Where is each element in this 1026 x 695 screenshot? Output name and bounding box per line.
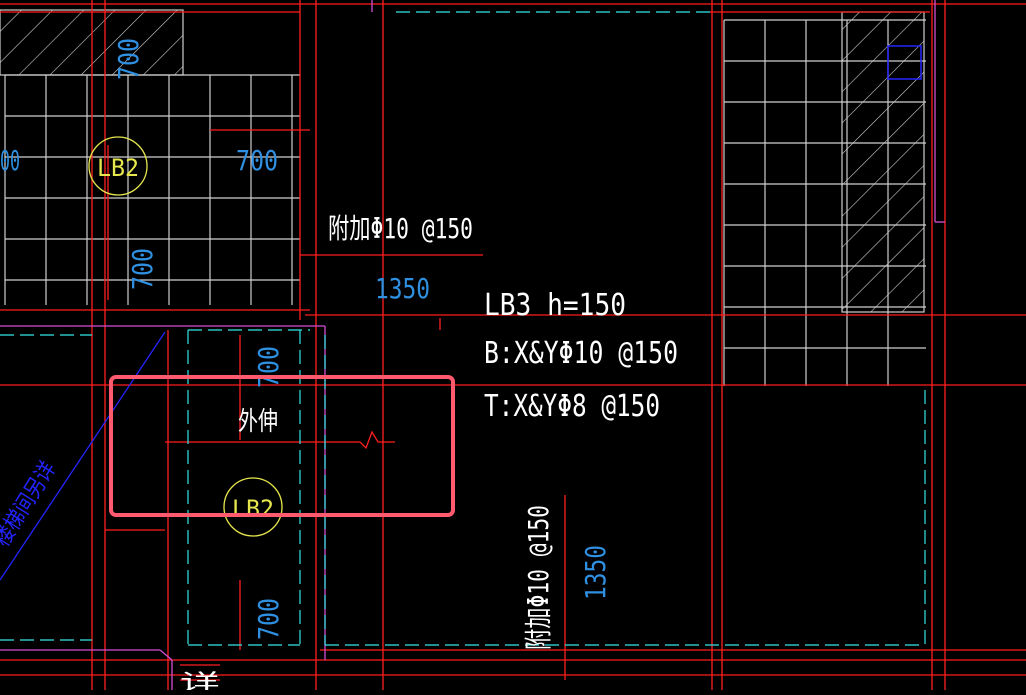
lb2-label-bottom: LB2 bbox=[232, 495, 274, 523]
slab-name: LB3 h=150 bbox=[484, 288, 626, 323]
cyan-dashed-lines bbox=[0, 11, 926, 650]
extension-label: 外伸 bbox=[238, 407, 278, 437]
bottom-partial-text: 详 bbox=[180, 671, 220, 690]
lb2-circle-top bbox=[88, 136, 148, 196]
highlight-box[interactable] bbox=[109, 375, 455, 517]
lb2-circle-bottom bbox=[223, 477, 283, 537]
stair-label: 楼梯间另详 bbox=[0, 457, 61, 551]
dim-700-top-vertical: 700 bbox=[112, 38, 145, 80]
blue-square-marker bbox=[887, 45, 922, 80]
dim-1350-vertical: 1350 bbox=[579, 545, 612, 600]
dim-left-partial: 00 bbox=[0, 144, 20, 177]
dim-700-bottom-vertical: 700 bbox=[252, 598, 285, 640]
lb2-label-top: LB2 bbox=[97, 154, 139, 182]
dim-700-mid-vertical: 700 bbox=[252, 346, 285, 388]
extra-rebar-top: 附加Φ10 @150 bbox=[328, 212, 473, 245]
extra-rebar-vertical: 附加Φ10 @150 bbox=[522, 505, 555, 650]
tile-grid-upper-left bbox=[4, 74, 300, 305]
dim-700-right: 700 bbox=[236, 144, 278, 177]
magenta-lines bbox=[0, 0, 945, 690]
dim-700-left-vertical: 700 bbox=[126, 248, 159, 290]
hatched-block-right bbox=[841, 11, 925, 313]
dim-1350-top: 1350 bbox=[375, 272, 430, 305]
slab-bottom-rebar: B:X&YΦ10 @150 bbox=[484, 336, 678, 371]
stair-diagonal-line bbox=[0, 331, 166, 581]
slab-top-rebar: T:X&YΦ8 @150 bbox=[484, 389, 660, 424]
dimension-texts: 1350 700 00 700 700 700 700 1350 bbox=[0, 38, 612, 640]
